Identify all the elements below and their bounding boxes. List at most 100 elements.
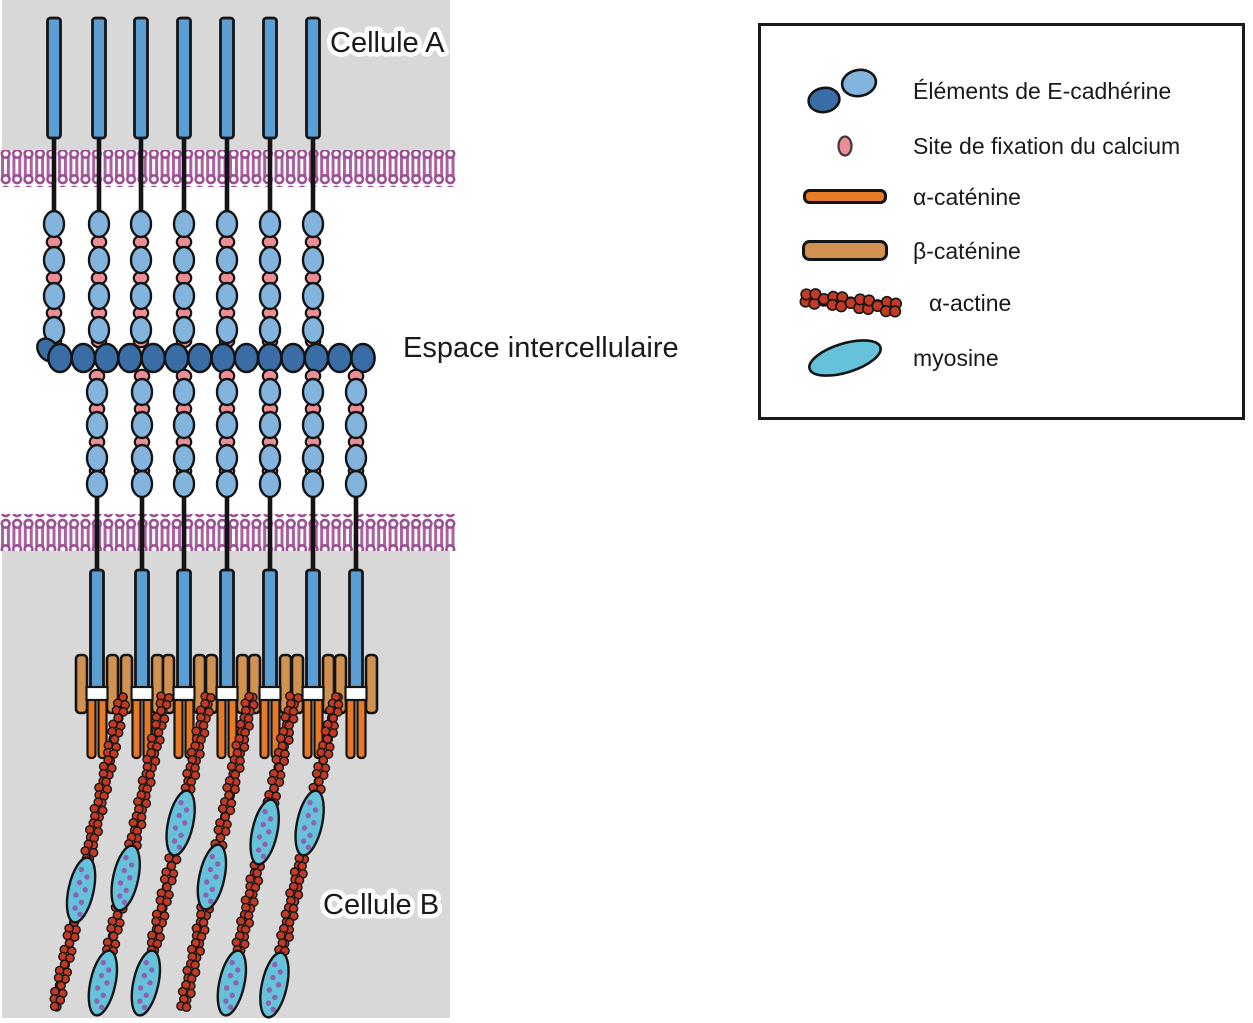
legend-label: Éléments de E-cadhérine: [913, 77, 1172, 104]
alpha-catenin: [86, 695, 97, 760]
beta-catenin: [364, 653, 379, 715]
cadherin-column-upper: [129, 16, 153, 349]
cadherin-tail: [348, 568, 364, 691]
cadherin-tail: [46, 16, 62, 140]
cadherin-element: [258, 315, 282, 345]
junction-row: [36, 337, 376, 374]
cadherin-element-dark: [303, 342, 330, 374]
cadherin-column-lower: [172, 368, 196, 576]
cadherin-element: [130, 469, 154, 499]
cadherin-column-lower: [130, 368, 154, 576]
cadherin-element: [301, 377, 325, 407]
cadherin-tail: [262, 16, 278, 140]
cadherin-element: [344, 377, 368, 407]
alpha-catenin: [302, 695, 313, 760]
myosin-icon: [797, 335, 893, 381]
alpha-catenin-icon: [797, 188, 893, 206]
cadherin-tail: [133, 16, 149, 140]
beta-catenin: [74, 653, 89, 715]
cadherin-element: [344, 469, 368, 499]
cadherin-element: [215, 315, 239, 345]
cadherin-element: [301, 315, 325, 345]
cell-a-label: Cellule A: [330, 27, 445, 59]
myosin: [259, 951, 290, 1019]
cadherin-column-upper: [87, 16, 111, 349]
cadherin-element: [172, 315, 196, 345]
cadherin-element: [215, 410, 239, 440]
cadherin-column-upper: [215, 16, 239, 349]
cadherin-tail: [134, 568, 150, 691]
cadherin-element: [87, 245, 111, 275]
catenin-link: [215, 685, 239, 702]
cadherin-element: [42, 209, 66, 239]
actin-filament: [101, 691, 174, 956]
cadherin-tail: [305, 568, 321, 691]
catenin-link: [301, 685, 325, 702]
cadherin-element: [215, 443, 239, 473]
cadherin-element: [301, 410, 325, 440]
cadherin-element-dark: [93, 342, 120, 374]
cadherin-element-dark: [163, 342, 190, 374]
cadherin-tail: [305, 16, 321, 140]
cadherin-element: [258, 443, 282, 473]
cadherin-element: [215, 377, 239, 407]
myosin: [65, 856, 97, 924]
cadherin-tail: [219, 16, 235, 140]
cadherin-element: [85, 410, 109, 440]
cadherin-element-dark: [186, 342, 213, 374]
legend-label: α-actine: [929, 289, 1012, 316]
myosin: [216, 949, 248, 1017]
catenin-link: [258, 685, 282, 702]
cadherin-element: [301, 245, 325, 275]
cadherin-element-dark: [280, 342, 306, 374]
legend-label: myosine: [913, 344, 999, 371]
cadherin-column-upper: [172, 16, 196, 349]
cadherin-element: [172, 281, 196, 311]
legend-item-e-cadherin: Éléments de E-cadhérine: [797, 66, 1236, 116]
myosin: [130, 949, 162, 1017]
catenin-complex: [161, 568, 207, 760]
cadherin-tail: [89, 568, 105, 691]
cadherin-element: [172, 443, 196, 473]
myosin: [110, 844, 141, 912]
myosin: [249, 798, 280, 866]
actin-filament: [146, 691, 216, 956]
cadherin-tail: [219, 568, 235, 691]
catenin-complex: [74, 568, 120, 760]
cadherin-column-upper: [42, 16, 66, 349]
cadherin-element: [85, 377, 109, 407]
cadherin-element-dark: [210, 342, 237, 374]
intercellular-space-label: Espace intercellulaire: [403, 332, 679, 364]
cadherin-element-dark: [326, 342, 353, 374]
cadherin-tail: [262, 568, 278, 691]
cadherin-element: [130, 443, 154, 473]
legend-item-alpha-actin: α-actine: [797, 278, 1236, 328]
cadherin-element: [172, 245, 196, 275]
cadherin-element: [129, 245, 153, 275]
beta-catenin-icon: [797, 239, 893, 263]
cadherin-column-upper: [258, 16, 282, 349]
cadherin-column-lower: [85, 368, 109, 576]
cadherin-element: [258, 209, 282, 239]
cadherin-element: [85, 443, 109, 473]
actin-filament: [176, 691, 259, 1012]
cadherin-element: [87, 315, 111, 345]
catenin-complex: [290, 568, 336, 760]
legend-item-beta-catenin: β-caténine: [797, 226, 1236, 276]
cadherin-element: [344, 410, 368, 440]
legend-item-calcium-site: Site de fixation du calcium: [797, 121, 1236, 171]
alpha-catenin: [356, 695, 367, 760]
cadherin-element-dark: [350, 342, 376, 374]
legend-item-myosin: myosine: [797, 333, 1236, 383]
cadherin-element-dark: [233, 342, 260, 374]
legend-label: α-caténine: [913, 183, 1021, 210]
calcium-site-icon: [797, 132, 893, 160]
cadherin-element: [258, 410, 282, 440]
legend-box: Éléments de E-cadhérine Site de fixation…: [758, 23, 1245, 420]
legend-label: β-caténine: [913, 237, 1021, 264]
cadherin-element: [301, 469, 325, 499]
cadherin-column-upper: [301, 16, 325, 349]
cadherin-element-dark: [70, 342, 97, 374]
cadherin-element: [172, 377, 196, 407]
